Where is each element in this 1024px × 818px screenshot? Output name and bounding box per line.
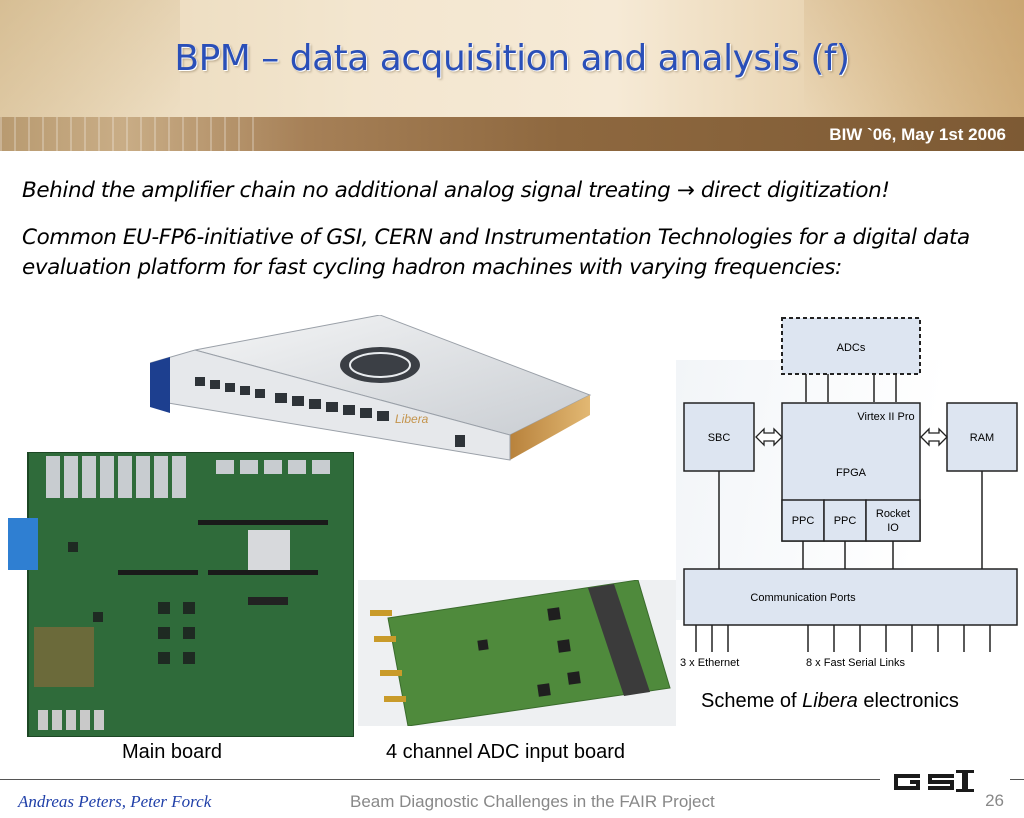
ppc2-label: PPC xyxy=(834,515,857,527)
main-board-photo xyxy=(8,452,354,737)
adcs-label: ADCs xyxy=(837,342,866,354)
sbc-box xyxy=(683,402,755,472)
sbc-fpga-arrow-icon xyxy=(755,427,783,447)
band-stripes xyxy=(0,117,260,151)
footer-divider xyxy=(0,779,1024,780)
paragraph-digitization: Behind the amplifier chain no additional… xyxy=(22,176,1002,206)
libera-label: Libera xyxy=(395,412,429,426)
header-decoration-right xyxy=(804,0,1024,118)
header-band xyxy=(0,117,1024,151)
scheme-caption: Scheme of Libera electronics xyxy=(701,690,959,713)
rocket-label-2: IO xyxy=(887,522,899,534)
logo-text: GSI xyxy=(1000,793,1002,795)
paragraph-initiative: Common EU-FP6-initiative of GSI, CERN an… xyxy=(22,225,970,280)
adc-board-caption: 4 channel ADC input board xyxy=(386,741,626,763)
conference-date: BIW `06, May 1st 2006 xyxy=(829,125,1006,144)
paragraph1-part-b: direct digitization! xyxy=(694,178,890,203)
header-decoration-left xyxy=(0,0,180,118)
serial-links-label: 8 x Fast Serial Links xyxy=(806,657,906,669)
main-board-caption: Main board xyxy=(122,741,223,763)
ram-box xyxy=(946,402,1018,472)
footer-authors: Andreas Peters, Peter Forck xyxy=(18,792,212,811)
slide-title: BPM – data acquisition and analysis (f) xyxy=(174,38,850,79)
ppc1-label: PPC xyxy=(792,515,815,527)
rocket-label-1: Rocket xyxy=(876,508,910,520)
rocket-io-box xyxy=(865,499,921,542)
fpga-ram-arrow-icon xyxy=(920,427,948,447)
adc-board-photo xyxy=(358,580,676,726)
ethernet-label: 3 x Ethernet xyxy=(680,657,739,669)
libera-scheme-diagram: ADCs SBC RAM Virtex II Pro FPGA PPC PPC … xyxy=(680,317,1018,669)
footer-event: Beam Diagnostic Challenges in the FAIR P… xyxy=(350,792,715,811)
adcs-box xyxy=(781,317,921,375)
scheme-caption-prefix: Scheme of xyxy=(701,690,803,712)
communication-ports-box xyxy=(683,568,1018,626)
arrow-icon: → xyxy=(676,178,695,203)
scheme-caption-suffix: electronics xyxy=(857,690,959,712)
fpga-label: FPGA xyxy=(836,467,867,479)
scheme-caption-italic: Libera xyxy=(802,690,858,712)
libera-unit-photo: Libera xyxy=(150,315,592,461)
communication-ports-label: Communication Ports xyxy=(750,592,856,604)
gsi-logo-icon: GSI xyxy=(880,766,1010,796)
paragraph1-part-a: Behind the amplifier chain no additional… xyxy=(22,178,677,203)
ram-label: RAM xyxy=(970,432,994,444)
virtex-label: Virtex II Pro xyxy=(857,411,914,423)
header-background xyxy=(0,0,1024,118)
page-number: 26 xyxy=(985,791,1004,810)
sbc-label: SBC xyxy=(708,432,731,444)
